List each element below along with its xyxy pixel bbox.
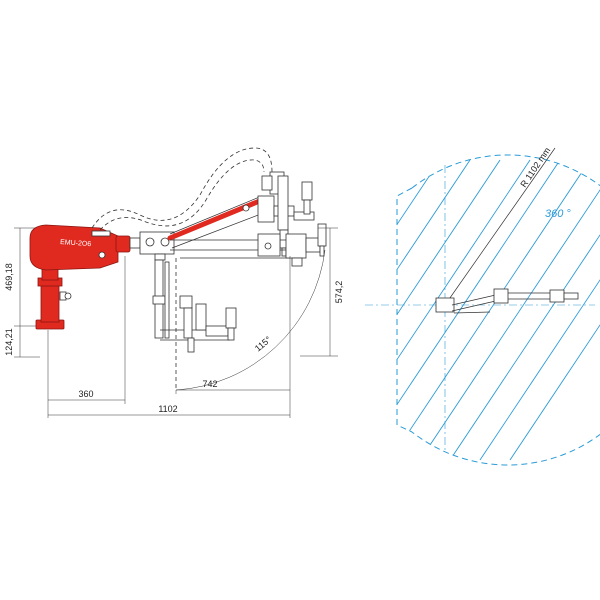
top-view: R 1102 mm 360 ° bbox=[365, 146, 600, 466]
rotation-label: 360 ° bbox=[545, 208, 571, 220]
upper-tool bbox=[261, 171, 315, 257]
lower-arm-rod bbox=[152, 259, 170, 339]
horizontal-arm bbox=[170, 223, 327, 267]
work-area-outline bbox=[411, 154, 600, 466]
red-column bbox=[35, 261, 72, 330]
dim-574-label: 574,2 bbox=[334, 281, 344, 304]
dim-360-label: 360 bbox=[78, 389, 93, 399]
dashed-hose bbox=[91, 147, 273, 231]
red-arm-head: EMU-2O6 bbox=[29, 224, 131, 271]
dimension-574: 574,2 bbox=[300, 227, 344, 357]
work-area-hatching bbox=[397, 159, 600, 461]
dimension-horizontals: 360 742 1102 bbox=[47, 256, 291, 418]
dim-1102-label: 1102 bbox=[158, 404, 177, 414]
swing-angle-label: 115° bbox=[253, 334, 273, 353]
radius-line bbox=[444, 147, 556, 306]
side-view: 469,18 124,21 EMU-2O6 bbox=[4, 147, 344, 418]
dim-742-label: 742 bbox=[202, 379, 217, 389]
dimension-124: 124,21 bbox=[4, 326, 40, 358]
dim-469-label: 469,18 bbox=[4, 263, 14, 291]
dim-124-label: 124,21 bbox=[4, 328, 14, 356]
top-view-arm bbox=[435, 288, 579, 314]
lower-arm bbox=[160, 295, 237, 353]
dimension-469: 469,18 bbox=[4, 227, 36, 327]
brand-label: EMU-2O6 bbox=[60, 239, 92, 248]
arm-joint-block bbox=[129, 231, 175, 261]
radius-label: R 1102 mm bbox=[518, 146, 552, 190]
